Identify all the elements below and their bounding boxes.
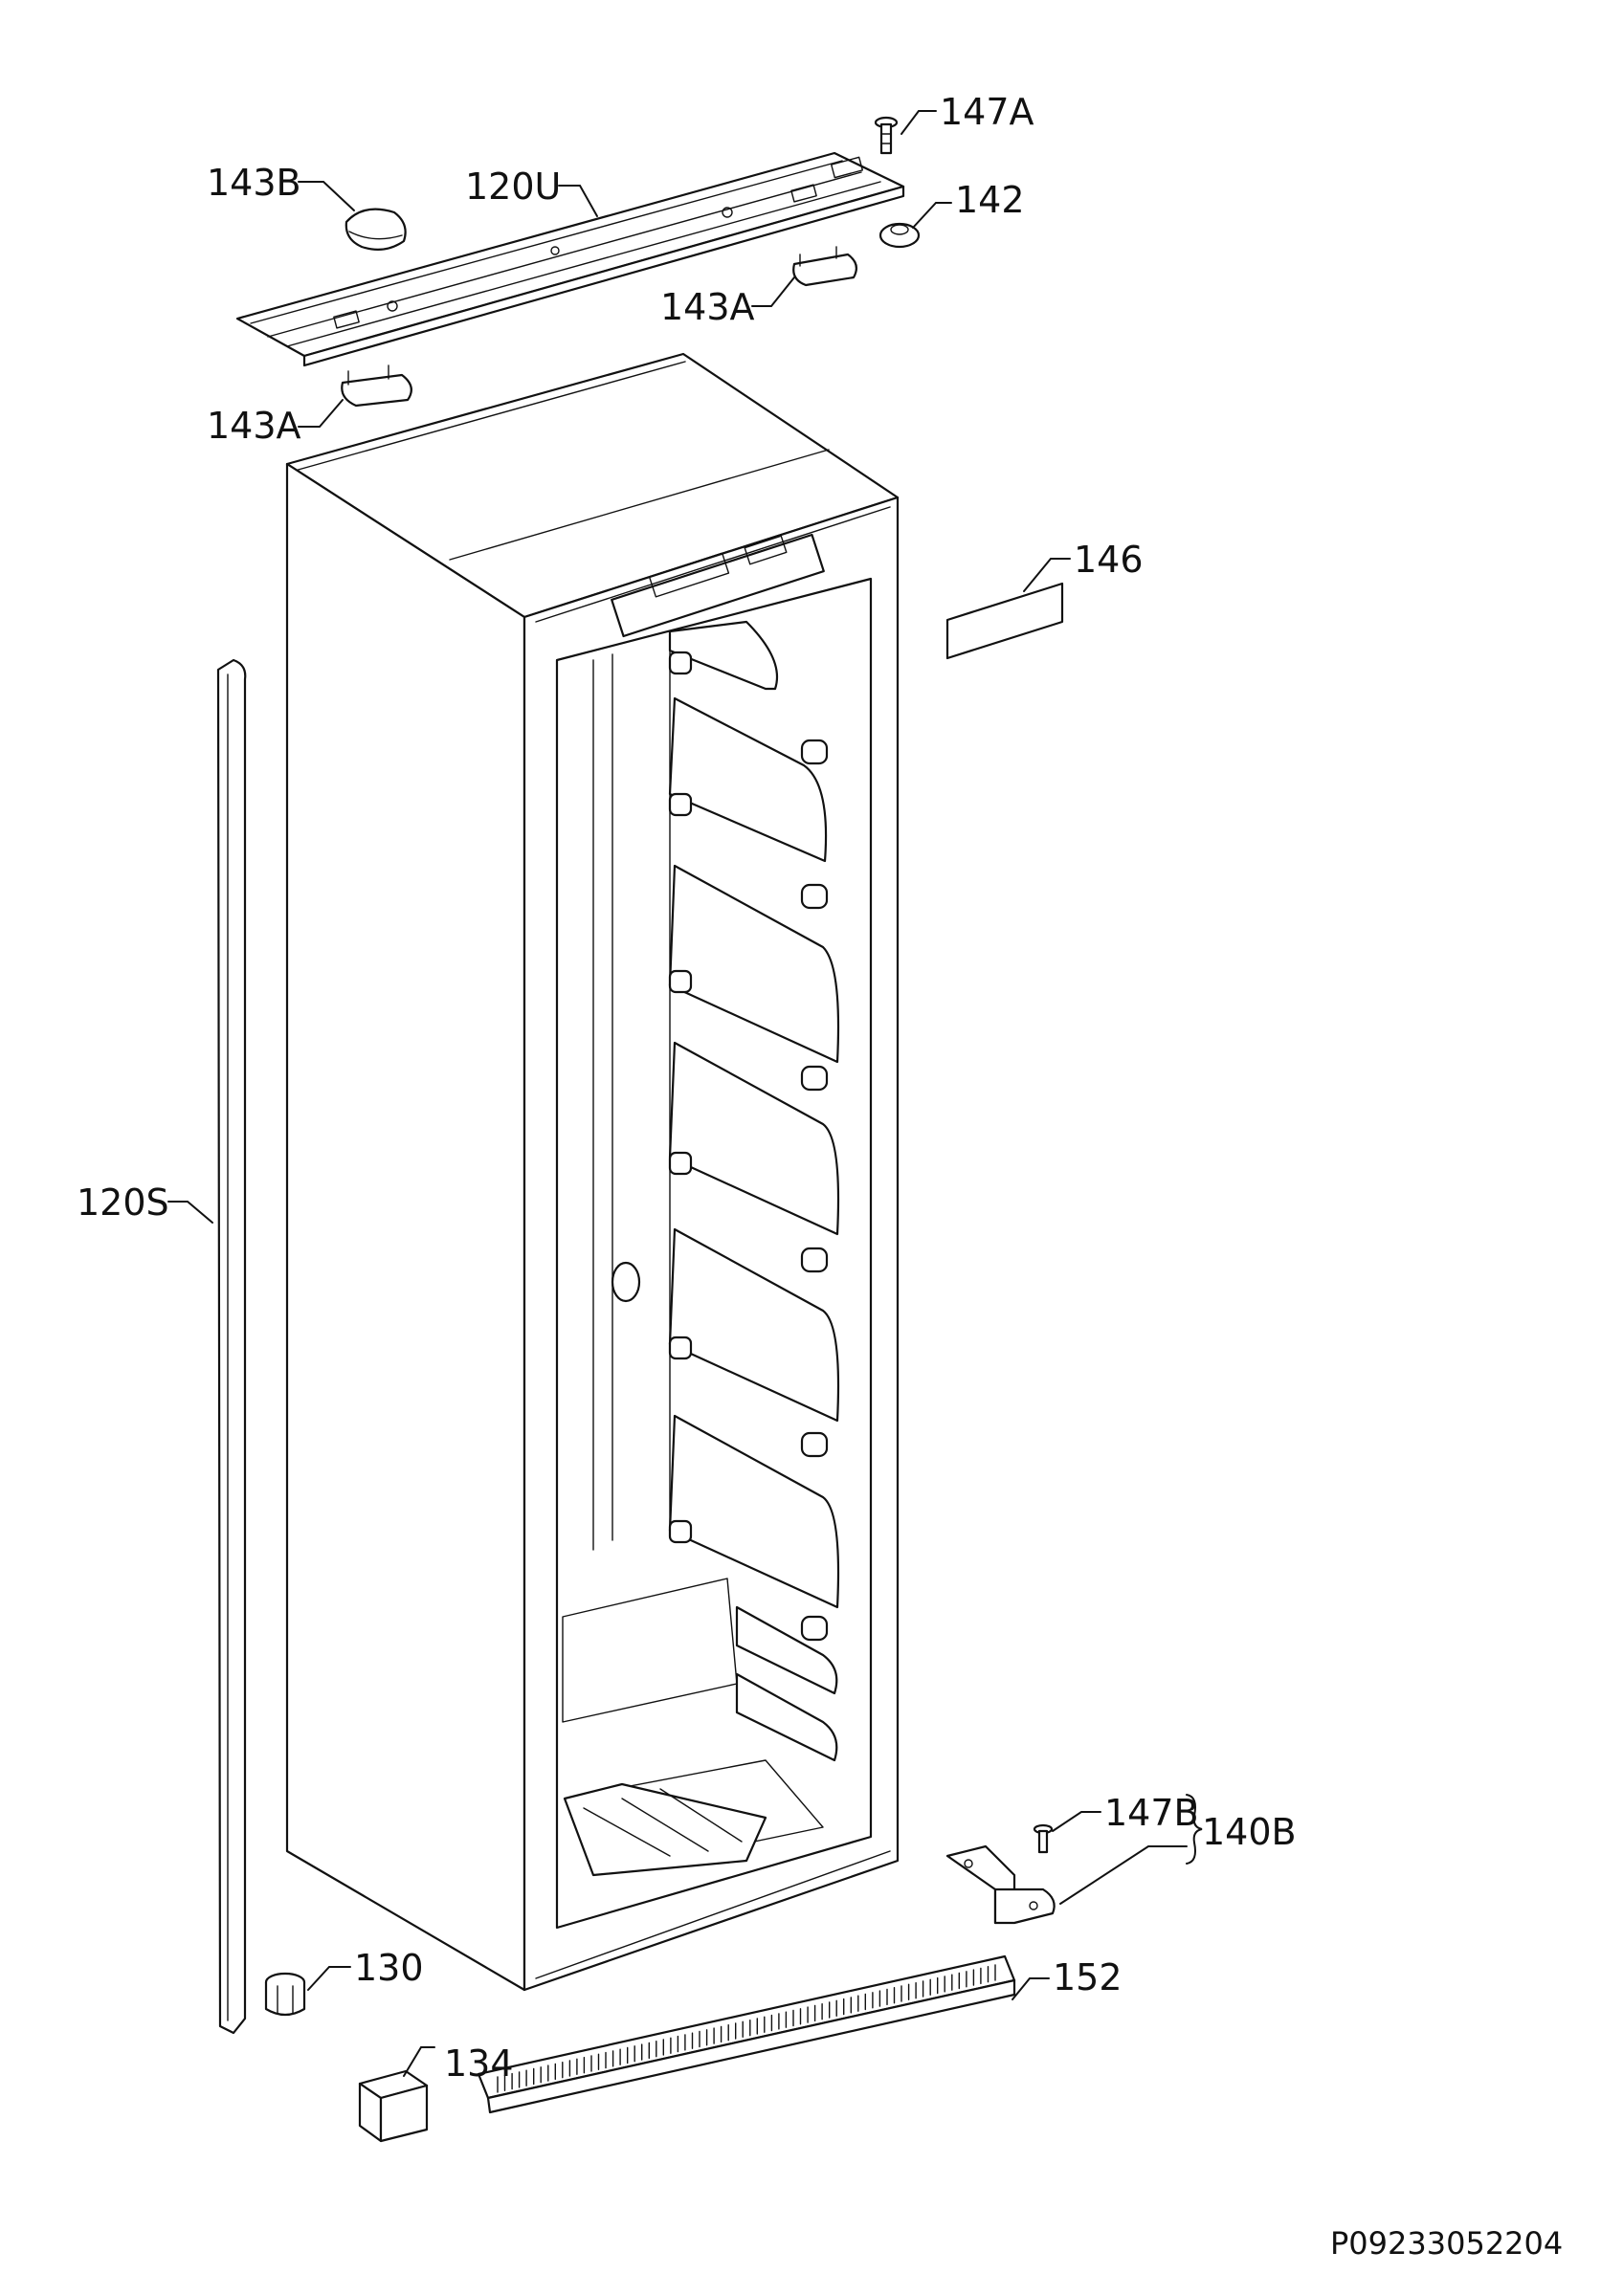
document-id: P09233052204	[1330, 2225, 1563, 2262]
part-bush-142	[878, 222, 921, 249]
callout-142: 142	[955, 179, 1025, 221]
part-screw-147b	[1033, 1823, 1054, 1854]
part-clip-143a-top	[792, 246, 858, 287]
part-block-134	[358, 2069, 429, 2143]
callout-152: 152	[1053, 1956, 1123, 1998]
leader-lines	[167, 110, 1203, 2077]
callout-143a-top: 143A	[660, 286, 755, 328]
part-bottom-hinge-140b	[945, 1844, 1056, 1925]
callout-120u: 120U	[465, 166, 561, 208]
part-side-seal-120s	[216, 658, 247, 2035]
callout-143b: 143B	[207, 162, 301, 204]
callout-120s: 120S	[77, 1181, 169, 1224]
callout-140b: 140B	[1202, 1811, 1297, 1853]
callout-134: 134	[444, 2042, 514, 2085]
door-shelves	[668, 620, 840, 1762]
callout-labels: 147A 143B 120U 142 143A 143A 146 120S 14…	[77, 91, 1297, 2085]
bottom-tray	[563, 1782, 767, 1877]
part-label-146	[945, 582, 1064, 660]
callout-147b: 147B	[1104, 1792, 1199, 1834]
part-cap-143b	[345, 208, 407, 252]
callout-130: 130	[354, 1947, 424, 1989]
callout-146: 146	[1074, 539, 1144, 581]
part-clip-143a-left	[341, 364, 412, 408]
callout-147a: 147A	[940, 91, 1034, 133]
part-screw-147a	[874, 116, 899, 155]
callout-143a-left: 143A	[207, 405, 301, 447]
part-foot-130	[264, 1972, 306, 2017]
part-top-rail-120u	[235, 151, 905, 367]
part-grille-152	[477, 1954, 1016, 2114]
